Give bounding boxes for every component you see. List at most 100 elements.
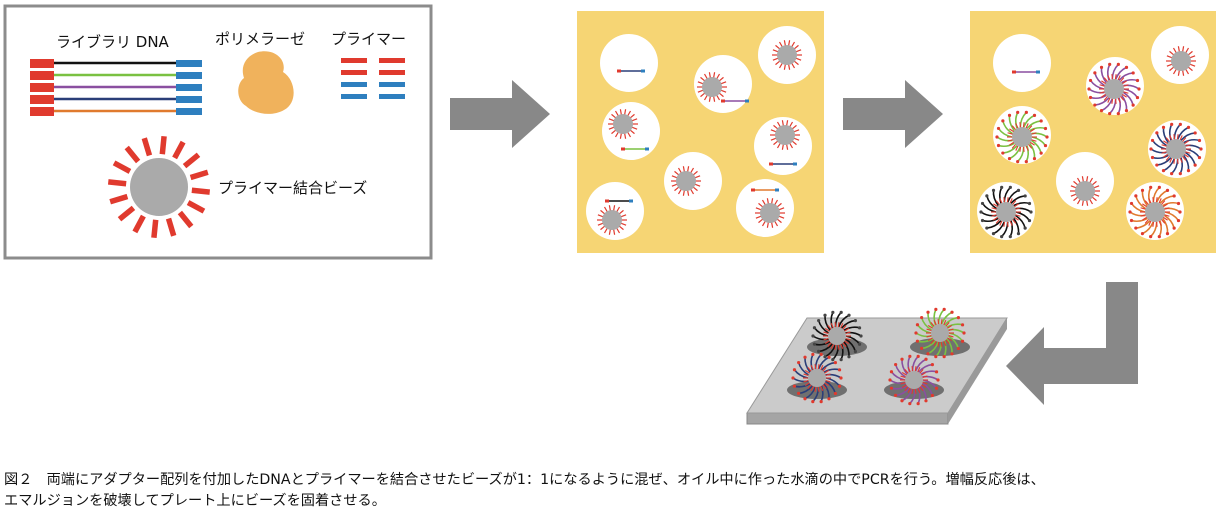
primer-spike xyxy=(817,385,820,392)
primer-spike xyxy=(1163,140,1169,145)
primer-spike xyxy=(927,324,934,330)
strand-end xyxy=(819,352,823,356)
primer-spike xyxy=(804,369,811,375)
bead-icon xyxy=(671,166,701,196)
adapter-right xyxy=(176,60,202,67)
strand-end xyxy=(859,334,863,338)
plate-icon xyxy=(746,307,1008,425)
strand-end xyxy=(839,310,843,314)
strand-end xyxy=(853,349,857,354)
primer-spike xyxy=(700,92,706,98)
primer-spike xyxy=(1101,93,1107,98)
bead-icon xyxy=(608,109,638,139)
strand-end xyxy=(827,355,831,359)
primer-spike xyxy=(933,340,938,346)
flow-arrow-icon xyxy=(843,80,943,148)
primer-spike xyxy=(677,188,683,195)
bead-icon xyxy=(1070,176,1100,206)
bead-core xyxy=(775,125,795,145)
strand-end xyxy=(1029,210,1033,214)
primer-spike xyxy=(819,365,824,371)
strand-end xyxy=(1134,194,1138,198)
strand-end xyxy=(1027,201,1032,206)
strand-end xyxy=(853,318,857,323)
primer-spike xyxy=(1183,153,1189,158)
primer-spike xyxy=(810,365,815,371)
primer-spike xyxy=(107,179,127,187)
strand-end xyxy=(1131,103,1135,107)
primer-spike xyxy=(1152,220,1155,227)
primer-spike xyxy=(776,121,782,128)
primer-spike xyxy=(1155,220,1158,227)
primer-spike xyxy=(715,94,721,101)
strand-end xyxy=(1165,232,1170,236)
primer-spike xyxy=(807,367,813,373)
primer-spike xyxy=(182,152,201,169)
primer-spike xyxy=(911,366,914,373)
primer-spike xyxy=(920,371,927,377)
primer-spike xyxy=(718,76,724,82)
strand-end xyxy=(1172,194,1176,198)
caption-line-2: エマルジョンを破壊してプレート上にビーズを固着させる。 xyxy=(4,493,386,509)
primer-spike xyxy=(791,140,797,146)
strand-end xyxy=(811,352,815,356)
bead-icon xyxy=(900,366,928,394)
primer-spike xyxy=(603,227,609,234)
strand-end xyxy=(1024,110,1028,114)
primer-spike xyxy=(904,385,910,391)
emulsion-pcr-diagram: ライブラリ DNA ポリメラーゼ プライマー プライマー結合ビーズ xyxy=(3,4,1216,425)
strand-end xyxy=(812,342,817,346)
primer-spike xyxy=(844,337,851,341)
strand-end xyxy=(1129,201,1134,206)
primer-spike xyxy=(692,186,698,192)
strand-end xyxy=(991,188,996,192)
primer-spike xyxy=(1177,69,1181,76)
emulsion-before-pcr xyxy=(577,11,824,253)
strand-end xyxy=(792,384,797,388)
strand-end xyxy=(1039,151,1043,155)
primer-spike xyxy=(1025,144,1029,151)
primer-spike xyxy=(611,129,617,135)
adapter-left xyxy=(30,59,54,68)
bead-core xyxy=(1012,127,1032,147)
strand-end xyxy=(1135,78,1140,83)
bead-icon xyxy=(1140,197,1170,227)
primer-spike xyxy=(141,137,153,157)
primer-spike xyxy=(907,367,912,373)
primer-spike xyxy=(700,76,706,82)
primer-spike xyxy=(1101,80,1107,85)
strand-end xyxy=(960,323,965,327)
strand-end xyxy=(811,400,815,404)
flow-arrow-icon xyxy=(450,80,550,148)
bead-icon xyxy=(755,198,785,228)
adapter-right xyxy=(176,96,202,103)
strand-end xyxy=(1150,155,1155,160)
strand-end xyxy=(916,354,920,358)
primer-spike xyxy=(614,110,620,117)
strand-end xyxy=(1023,226,1027,230)
primer-spike xyxy=(824,339,831,345)
primer-spike xyxy=(946,324,953,330)
primer-spike xyxy=(837,343,840,350)
strand-end xyxy=(900,357,904,361)
droplet-icon xyxy=(694,55,752,113)
primer-spike xyxy=(718,92,724,98)
strand-end xyxy=(803,397,807,401)
strand-end xyxy=(942,307,946,311)
library-dna-strands xyxy=(30,59,202,116)
primer-spike xyxy=(1176,157,1179,164)
bead-core xyxy=(130,158,188,216)
primer-spike xyxy=(841,325,847,331)
primer-spike xyxy=(1111,97,1114,104)
primer-spike xyxy=(1158,219,1162,226)
strand-end xyxy=(1140,232,1145,236)
polymerase-blob-icon xyxy=(238,51,294,114)
bead-core xyxy=(996,202,1016,222)
primer-spike xyxy=(677,167,683,174)
primer-spike xyxy=(1163,153,1169,158)
primer-bar xyxy=(379,82,405,87)
bead-label: プライマー結合ビーズ xyxy=(218,179,367,197)
bead-core xyxy=(1171,51,1191,71)
primer-spike xyxy=(615,227,621,234)
primer-spike xyxy=(901,371,908,377)
